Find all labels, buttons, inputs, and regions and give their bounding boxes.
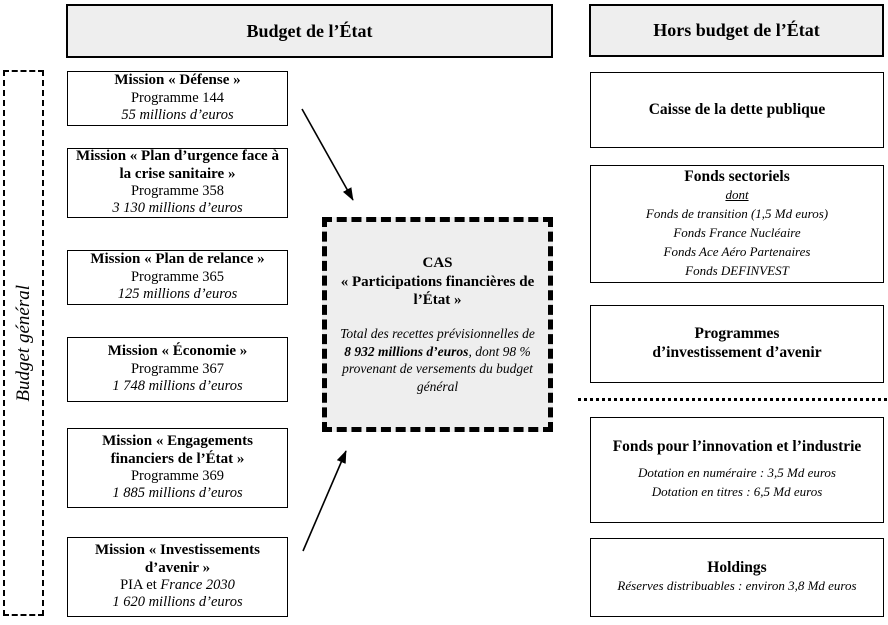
mission-box-investissements-avenir: Mission « Investissements d’avenir » PIA… [67, 537, 288, 617]
caisse-dette-publique-box: Caisse de la dette publique [590, 72, 884, 148]
mission-amount: 1 748 millions d’euros [112, 378, 243, 395]
mission-program: Programme 144 [130, 89, 225, 106]
arrow-defense-to-cas [301, 108, 354, 201]
box-title: Holdings [707, 558, 767, 576]
dont-label: dont [725, 187, 749, 203]
mission-amount: 3 130 millions d’euros [112, 200, 243, 217]
box-title: Fonds sectoriels [684, 167, 790, 185]
mission-amount: 1 620 millions d’euros [112, 594, 243, 611]
box-title: Programmes d’investissement d’avenir [652, 325, 822, 361]
fonds-sectoriels-box: Fonds sectoriels dont Fonds de transitio… [590, 165, 884, 283]
header-hors-budget-etat: Hors budget de l’État [589, 4, 884, 57]
mission-title: Mission « Défense » [114, 72, 241, 89]
box-title: Fonds pour l’innovation et l’industrie [612, 437, 862, 455]
dotted-divider [578, 398, 888, 401]
programmes-investissement-avenir-box: Programmes d’investissement d’avenir [590, 305, 884, 383]
dotation-item: Dotation en titres : 6,5 Md euros [651, 484, 823, 500]
mission-amount: 125 millions d’euros [117, 286, 238, 303]
fonds-item: Fonds de transition (1,5 Md euros) [645, 206, 829, 222]
header-budget-etat: Budget de l’État [66, 4, 553, 58]
box-title: Caisse de la dette publique [648, 100, 826, 118]
mission-program: Programme 365 [130, 268, 225, 285]
mission-title: Mission « Engagements financiers de l’Ét… [102, 433, 253, 467]
mission-amount: 1 885 millions d’euros [112, 485, 243, 502]
mission-title: Mission « Plan de relance » [90, 251, 265, 268]
cas-title: CAS « Participations financières de l’Ét… [340, 254, 535, 309]
mission-title: Mission « Investissements d’avenir » [94, 542, 260, 576]
mission-box-economie: Mission « Économie » Programme 367 1 748… [67, 337, 288, 402]
fonds-item: Fonds DEFINVEST [685, 262, 789, 278]
mission-program: Programme 369 [130, 467, 225, 484]
mission-box-engagements-financiers: Mission « Engagements financiers de l’Ét… [67, 428, 288, 508]
mission-title: Mission « Plan d’urgence face à la crise… [76, 148, 279, 182]
dotation-item: Dotation en numéraire : 3,5 Md euros [638, 465, 836, 481]
budget-general-label: Budget général [12, 284, 34, 402]
mission-program: PIA et France 2030 [120, 576, 235, 593]
mission-title: Mission « Économie » [107, 343, 248, 360]
arrow-avenir-to-cas [302, 450, 347, 552]
cas-body-text: Total des recettes prévisionnelles de 8 … [340, 326, 535, 394]
mission-box-plan-urgence: Mission « Plan d’urgence face à la crise… [67, 148, 288, 218]
fonds-item: Fonds France Nucléaire [673, 224, 801, 240]
cas-participations-box: CAS « Participations financières de l’Ét… [322, 217, 553, 432]
budget-general-bracket: Budget général [3, 70, 44, 616]
mission-box-plan-relance: Mission « Plan de relance » Programme 36… [67, 250, 288, 305]
fonds-innovation-industrie-box: Fonds pour l’innovation et l’industrie D… [590, 417, 884, 523]
fonds-item: Fonds Ace Aéro Partenaires [663, 243, 811, 259]
mission-box-defense: Mission « Défense » Programme 144 55 mil… [67, 71, 288, 126]
mission-program: Programme 358 [130, 182, 225, 199]
holdings-subtitle: Réserves distribuables : environ 3,8 Md … [617, 578, 857, 594]
mission-amount: 55 millions d’euros [121, 107, 234, 124]
holdings-box: Holdings Réserves distribuables : enviro… [590, 538, 884, 617]
mission-program: Programme 367 [130, 360, 225, 377]
